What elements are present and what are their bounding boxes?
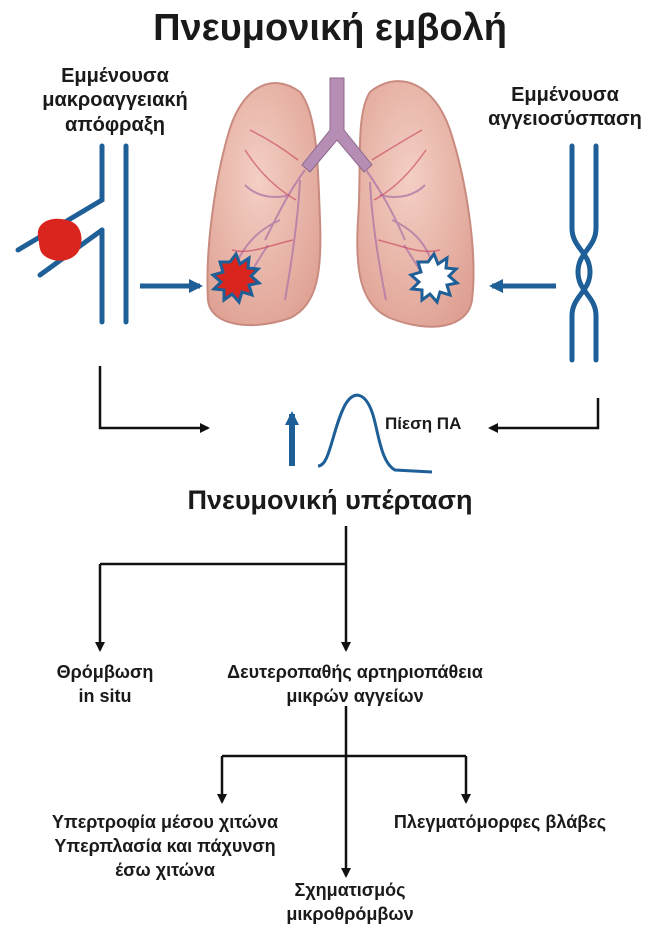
- diagram-title: Πνευμονική εμβολή: [0, 6, 660, 52]
- thrombosis-label-line-2: in situ: [30, 686, 180, 708]
- microthrombi-label-line-2: μικροθρόμβων: [220, 904, 480, 926]
- pressure-label: Πίεση ΠΑ: [385, 414, 461, 434]
- hypertension-label: Πνευμονική υπέρταση: [0, 484, 660, 516]
- right-label-line-2: αγγειοσύσπαση: [470, 107, 660, 131]
- right-label-line-1: Εμμένουσα: [470, 83, 660, 107]
- left-label-line-2: μακροαγγειακή: [20, 88, 210, 112]
- hypertrophy-label-line-2: Υπερπλασία και πάχυνση: [0, 836, 330, 858]
- arrow-left-to-pressure: [100, 366, 208, 428]
- plexiform-label: Πλεγματόμορφες βλάβες: [345, 812, 655, 834]
- clot-icon: [38, 219, 82, 261]
- left-label-line-3: απόφραξη: [20, 113, 210, 137]
- secondary-label-line-2: μικρών αγγείων: [185, 686, 525, 708]
- microthrombi-label-line-1: Σχηματισμός: [220, 880, 480, 902]
- secondary-label-line-1: Δευτεροπαθής αρτηριοπάθεια: [185, 662, 525, 684]
- hypertrophy-label-line-1: Υπερτροφία μέσου χιτώνα: [0, 812, 330, 834]
- left-label-line-1: Εμμένουσα: [20, 64, 210, 88]
- hypertrophy-label-line-3: έσω χιτώνα: [0, 860, 330, 882]
- arrow-right-to-pressure: [490, 398, 598, 428]
- right-vessel-spasm: [572, 146, 596, 360]
- thrombosis-label-line-1: Θρόμβωση: [30, 662, 180, 684]
